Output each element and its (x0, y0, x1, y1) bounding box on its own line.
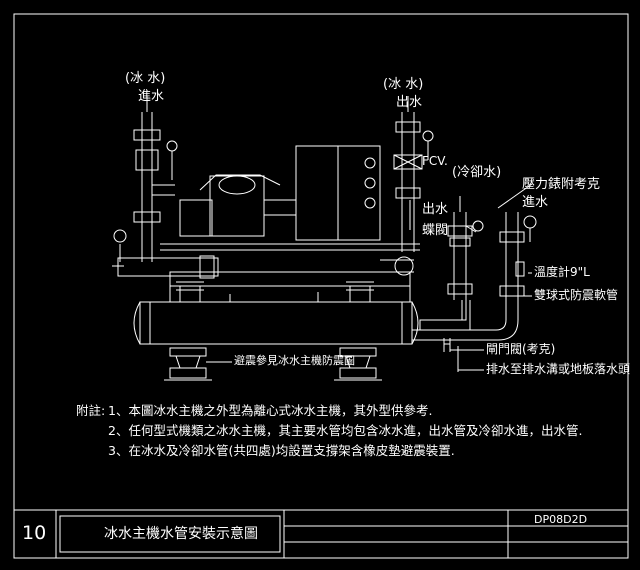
isolator-ref-label: 避震參見冰水主機防震圖 (234, 354, 355, 367)
sheet-border (13, 13, 629, 559)
gate-valve-label: 閘門閥(考克) (486, 342, 556, 356)
note-3: 3、在冰水及冷卻水管(共四處)均設置支撐架含橡皮墊避震裝置. (108, 443, 455, 458)
notes-title: 附註: (76, 403, 106, 418)
chilled-water-inlet-pipe (112, 96, 219, 279)
shell-vessel (133, 271, 419, 345)
cooling-paren-label: (冷卻水) (452, 165, 502, 180)
cooling-out-label: 出水 (422, 202, 449, 217)
chilled-in-label: 進水 (138, 89, 165, 104)
drain-line (443, 338, 459, 372)
chilled-out-label: 出水 (396, 95, 423, 110)
chilled-out-paren-label: (冰 水) (383, 77, 424, 92)
fcv-label: FCV. (422, 154, 448, 168)
chilled-in-paren-label: (冰 水) (125, 71, 166, 86)
pressure-gauge-label: 壓力錶附考克 (522, 177, 601, 192)
cooling-water-outlet-pipe (419, 196, 484, 331)
flex-joint-label: 雙球式防震軟管 (534, 288, 619, 302)
chilled-water-outlet-pipe (380, 96, 434, 276)
cooling-in-label: 進水 (522, 195, 549, 210)
note-2: 2、任何型式機類之冰水主機，其主要水管均包含冰水進，出水管及冷卻水進，出水管. (108, 423, 583, 438)
thermometer-label: 溫度計9"L (534, 265, 590, 279)
note-1: 1、本圖冰水主機之外型為離心式冰水主機，其外型供參考. (108, 403, 433, 418)
sheet-number: 10 (22, 522, 47, 544)
drain-label: 排水至排水溝或地板落水頭 (486, 362, 631, 376)
butterfly-valve-label: 蝶閥 (422, 223, 449, 238)
title-block (14, 509, 628, 558)
drawing-code: DP08D2D (534, 513, 588, 526)
cooling-water-inlet-pipe (412, 212, 537, 341)
compressor (209, 175, 265, 237)
chiller-unit (160, 145, 420, 251)
leader-lines (206, 183, 533, 371)
drawing-title: 冰水主機水管安裝示意圖 (104, 526, 258, 542)
